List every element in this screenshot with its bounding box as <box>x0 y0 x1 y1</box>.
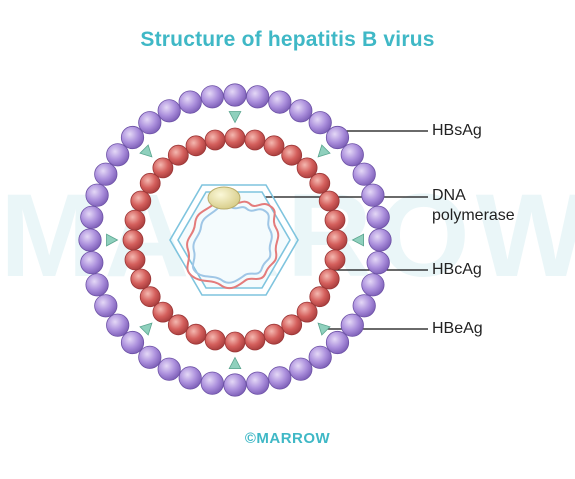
envelope-bead <box>289 99 313 123</box>
envelope-bead <box>268 366 292 390</box>
core-bead <box>124 249 146 271</box>
hbeag-triangle-marker <box>317 144 331 158</box>
core-bead <box>130 268 152 290</box>
core-bead <box>324 249 346 271</box>
hbeag-triangle-marker <box>106 233 119 247</box>
label-hbeag: HBeAg <box>432 320 483 337</box>
core-bead <box>204 329 226 351</box>
core-bead <box>224 331 246 353</box>
envelope-bead <box>340 313 364 337</box>
envelope-bead <box>352 294 376 318</box>
envelope-bead <box>325 330 350 355</box>
envelope-bead <box>80 205 104 229</box>
hbeag-marker-group <box>106 111 365 370</box>
core-bead <box>130 190 152 212</box>
envelope-bead <box>223 373 247 397</box>
envelope-bead <box>200 85 224 109</box>
envelope-bead <box>85 273 109 297</box>
core-bead <box>185 135 207 157</box>
core-bead <box>139 286 161 308</box>
envelope-bead <box>120 330 145 355</box>
footer-brand: ©MARROW <box>244 430 331 447</box>
core-bead <box>152 157 174 179</box>
core-bead <box>296 301 318 323</box>
core-bead <box>185 323 207 345</box>
envelope-bead <box>325 125 350 150</box>
envelope-bead <box>268 90 292 114</box>
core-bead <box>263 135 285 157</box>
core-bead <box>204 129 226 151</box>
envelope-bead <box>157 99 181 123</box>
envelope-bead-ring <box>78 83 392 397</box>
envelope-bead <box>368 228 392 252</box>
label-hbcag: HBcAg <box>432 261 482 278</box>
envelope-bead <box>78 228 102 252</box>
core-bead <box>244 329 266 351</box>
core-bead <box>318 268 340 290</box>
core-bead <box>309 286 331 308</box>
hbeag-triangle-marker <box>317 322 331 336</box>
envelope-bead <box>106 313 130 337</box>
core-bead <box>281 144 303 166</box>
core-bead <box>326 229 348 251</box>
core-bead <box>139 172 161 194</box>
core-bead <box>167 144 189 166</box>
diagram-title: Structure of hepatitis B virus <box>140 28 435 51</box>
core-hexagon-outer <box>169 184 299 296</box>
core-bead <box>296 157 318 179</box>
dna-strand-plus <box>186 198 280 290</box>
core-bead <box>167 314 189 336</box>
label-dna-line2: polymerase <box>432 207 515 224</box>
envelope-bead <box>178 90 202 114</box>
core-bead <box>224 127 246 149</box>
envelope-bead <box>223 83 247 107</box>
hbeag-triangle-marker <box>351 233 365 247</box>
core-bead <box>309 172 331 194</box>
core-bead <box>122 229 144 251</box>
dna-polymerase-blob <box>207 186 241 210</box>
envelope-bead <box>120 125 145 150</box>
dna-strand-minus <box>191 203 273 284</box>
core-bead <box>324 209 346 231</box>
core-bead-ring <box>122 127 348 353</box>
core-bead <box>263 323 285 345</box>
hbeag-triangle-marker <box>139 144 153 158</box>
label-dna-line1: DNA <box>432 187 466 204</box>
hbeag-triangle-marker <box>228 356 242 370</box>
envelope-bead <box>366 251 390 275</box>
core-bead <box>244 129 266 151</box>
core-bead <box>124 209 146 231</box>
envelope-bead <box>138 111 162 135</box>
envelope-bead <box>340 143 364 167</box>
envelope-bead <box>308 345 332 369</box>
label-hbsag: HBsAg <box>432 122 482 139</box>
hbeag-triangle-marker <box>139 322 153 336</box>
envelope-bead <box>361 183 385 207</box>
hbeag-triangle-marker <box>228 111 242 124</box>
envelope-bead <box>94 294 118 318</box>
envelope-bead <box>361 273 385 297</box>
envelope-bead <box>246 371 270 395</box>
envelope-bead <box>366 205 390 229</box>
core-bead <box>318 190 340 212</box>
envelope-bead <box>289 357 313 381</box>
core-bead <box>281 314 303 336</box>
envelope-bead <box>178 366 202 390</box>
envelope-bead <box>138 345 162 369</box>
envelope-bead <box>106 143 130 167</box>
envelope-bead <box>200 371 224 395</box>
envelope-bead <box>157 357 181 381</box>
envelope-bead <box>94 162 118 186</box>
envelope-bead <box>80 251 104 275</box>
envelope-bead <box>85 183 109 207</box>
envelope-bead <box>352 162 376 186</box>
envelope-bead <box>308 111 332 135</box>
core-bead <box>152 301 174 323</box>
envelope-bead <box>246 85 270 109</box>
